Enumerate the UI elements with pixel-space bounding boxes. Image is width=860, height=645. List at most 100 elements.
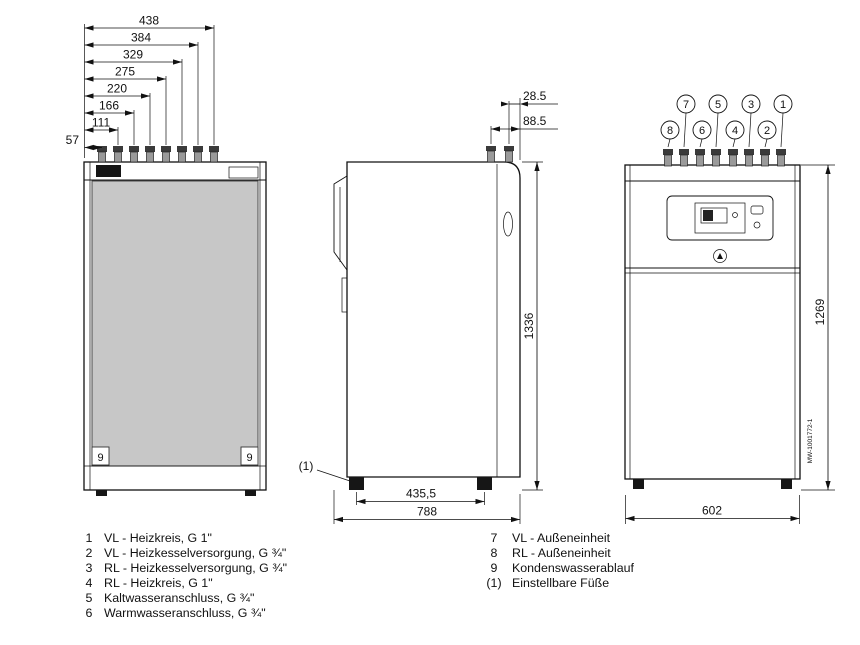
dim-label-438: 438 bbox=[139, 14, 159, 28]
legend-num: 5 bbox=[86, 591, 93, 605]
legend-column-right: 7 VL - Außeneinheit 8 RL - Außeneinheit … bbox=[486, 531, 634, 590]
dim-label-384: 384 bbox=[131, 31, 151, 45]
rear-connector bbox=[129, 146, 139, 163]
callout-3-label: 3 bbox=[748, 99, 754, 111]
legend-text: RL - Heizkesselversorgung, G ¾" bbox=[104, 561, 287, 575]
callout-5-label: 5 bbox=[715, 99, 721, 111]
adjustable-foot bbox=[477, 477, 492, 490]
rear-connector bbox=[193, 146, 203, 163]
legend: 1 VL - Heizkreis, G 1" 2 VL - Heizkessel… bbox=[86, 531, 635, 620]
callout-6-label: 6 bbox=[699, 125, 705, 137]
legend-num: 3 bbox=[86, 561, 93, 575]
display-screen bbox=[700, 207, 728, 224]
brand-emblem bbox=[713, 249, 727, 263]
callout-3: 3 bbox=[741, 94, 761, 114]
dim-label-166: 166 bbox=[99, 99, 119, 113]
legend-text: Kondenswasserablauf bbox=[512, 561, 634, 575]
side-connector bbox=[486, 146, 496, 163]
front-foot bbox=[633, 479, 644, 489]
rear-view: 9 9 bbox=[83, 146, 267, 496]
callout-1: 1 bbox=[773, 94, 793, 114]
legend-num: 4 bbox=[86, 576, 93, 590]
rear-connector bbox=[97, 146, 107, 163]
dim-label-275: 275 bbox=[115, 65, 135, 79]
display-segment bbox=[703, 210, 713, 221]
front-connector bbox=[679, 149, 689, 167]
front-connector bbox=[776, 149, 786, 167]
front-connector bbox=[728, 149, 738, 167]
callout-condensate-right: 9 bbox=[240, 446, 259, 466]
front-connector bbox=[695, 149, 705, 167]
dim-label-435-5: 435,5 bbox=[406, 487, 436, 501]
rear-top-component bbox=[96, 165, 121, 177]
front-connector bbox=[711, 149, 721, 167]
legend-column-left: 1 VL - Heizkreis, G 1" 2 VL - Heizkessel… bbox=[86, 531, 287, 620]
rear-connector bbox=[209, 146, 219, 163]
front-foot bbox=[781, 479, 792, 489]
side-bracket bbox=[333, 175, 348, 272]
legend-num: 2 bbox=[86, 546, 93, 560]
callout-2-label: 2 bbox=[764, 125, 770, 137]
rear-connector bbox=[161, 146, 171, 163]
dim-label-220: 220 bbox=[107, 82, 127, 96]
callout-4-label: 4 bbox=[732, 125, 738, 137]
callout-2: 2 bbox=[757, 120, 777, 140]
legend-text: VL - Heizkreis, G 1" bbox=[104, 531, 212, 545]
panel-button bbox=[750, 205, 764, 215]
callout-8-label: 8 bbox=[667, 125, 673, 137]
callout-condensate-left: 9 bbox=[91, 446, 110, 466]
side-connector bbox=[504, 146, 514, 163]
side-view bbox=[333, 146, 521, 490]
display-bezel bbox=[694, 202, 746, 234]
dim-label-57: 57 bbox=[66, 133, 80, 147]
dim-label-1336: 1336 bbox=[522, 312, 536, 339]
callout-8: 8 bbox=[660, 120, 680, 140]
front-dimensions: 1269 602 MW-1001772-1 bbox=[625, 164, 835, 524]
legend-num: 1 bbox=[86, 531, 93, 545]
dim-label-602: 602 bbox=[702, 504, 722, 518]
rear-foot bbox=[96, 490, 107, 496]
side-slot bbox=[503, 211, 513, 237]
front-connector bbox=[663, 149, 673, 167]
dim-label-788: 788 bbox=[417, 505, 437, 519]
callout-9-label: 9 bbox=[246, 452, 252, 464]
legend-text: RL - Außeneinheit bbox=[512, 546, 611, 560]
rear-panel bbox=[91, 180, 259, 467]
side-body-outline bbox=[346, 161, 521, 478]
dim-label-329: 329 bbox=[123, 48, 143, 62]
front-connector bbox=[744, 149, 754, 167]
legend-num: 7 bbox=[491, 531, 498, 545]
callout-feet-label: (1) bbox=[299, 459, 314, 473]
adjustable-foot bbox=[349, 477, 364, 490]
callout-1-label: 1 bbox=[780, 99, 786, 111]
panel-knob bbox=[753, 221, 761, 229]
legend-num: 6 bbox=[86, 606, 93, 620]
dim-label-28-5: 28.5 bbox=[523, 89, 547, 103]
legend-num: (1) bbox=[486, 576, 501, 590]
legend-text: Warmwasseranschluss, G ¾" bbox=[104, 606, 266, 620]
panel-led bbox=[732, 212, 738, 218]
callout-4: 4 bbox=[725, 120, 745, 140]
callout-7: 7 bbox=[676, 94, 696, 114]
control-panel bbox=[666, 195, 774, 241]
dim-label-111: 111 bbox=[92, 116, 111, 130]
callout-5: 5 bbox=[708, 94, 728, 114]
rear-connector bbox=[145, 146, 155, 163]
drawing-number: MW-1001772-1 bbox=[807, 418, 814, 463]
callout-7-label: 7 bbox=[683, 99, 689, 111]
legend-text: VL - Heizkesselversorgung, G ¾" bbox=[104, 546, 286, 560]
rear-body-outline bbox=[83, 161, 267, 491]
legend-num: 8 bbox=[491, 546, 498, 560]
dim-label-1269: 1269 bbox=[813, 298, 827, 325]
front-connector bbox=[760, 149, 770, 167]
legend-text: VL - Außeneinheit bbox=[512, 531, 611, 545]
front-callouts: 7 5 3 1 8 6 4 2 bbox=[660, 94, 793, 148]
legend-text: Kaltwasseranschluss, G ¾" bbox=[104, 591, 254, 605]
rear-foot bbox=[245, 490, 256, 496]
front-view bbox=[624, 149, 801, 489]
rear-connector bbox=[113, 146, 123, 163]
rear-dimensions: 438 384 329 275 220 166 111 57 bbox=[66, 14, 215, 158]
callout-9-label: 9 bbox=[97, 452, 103, 464]
